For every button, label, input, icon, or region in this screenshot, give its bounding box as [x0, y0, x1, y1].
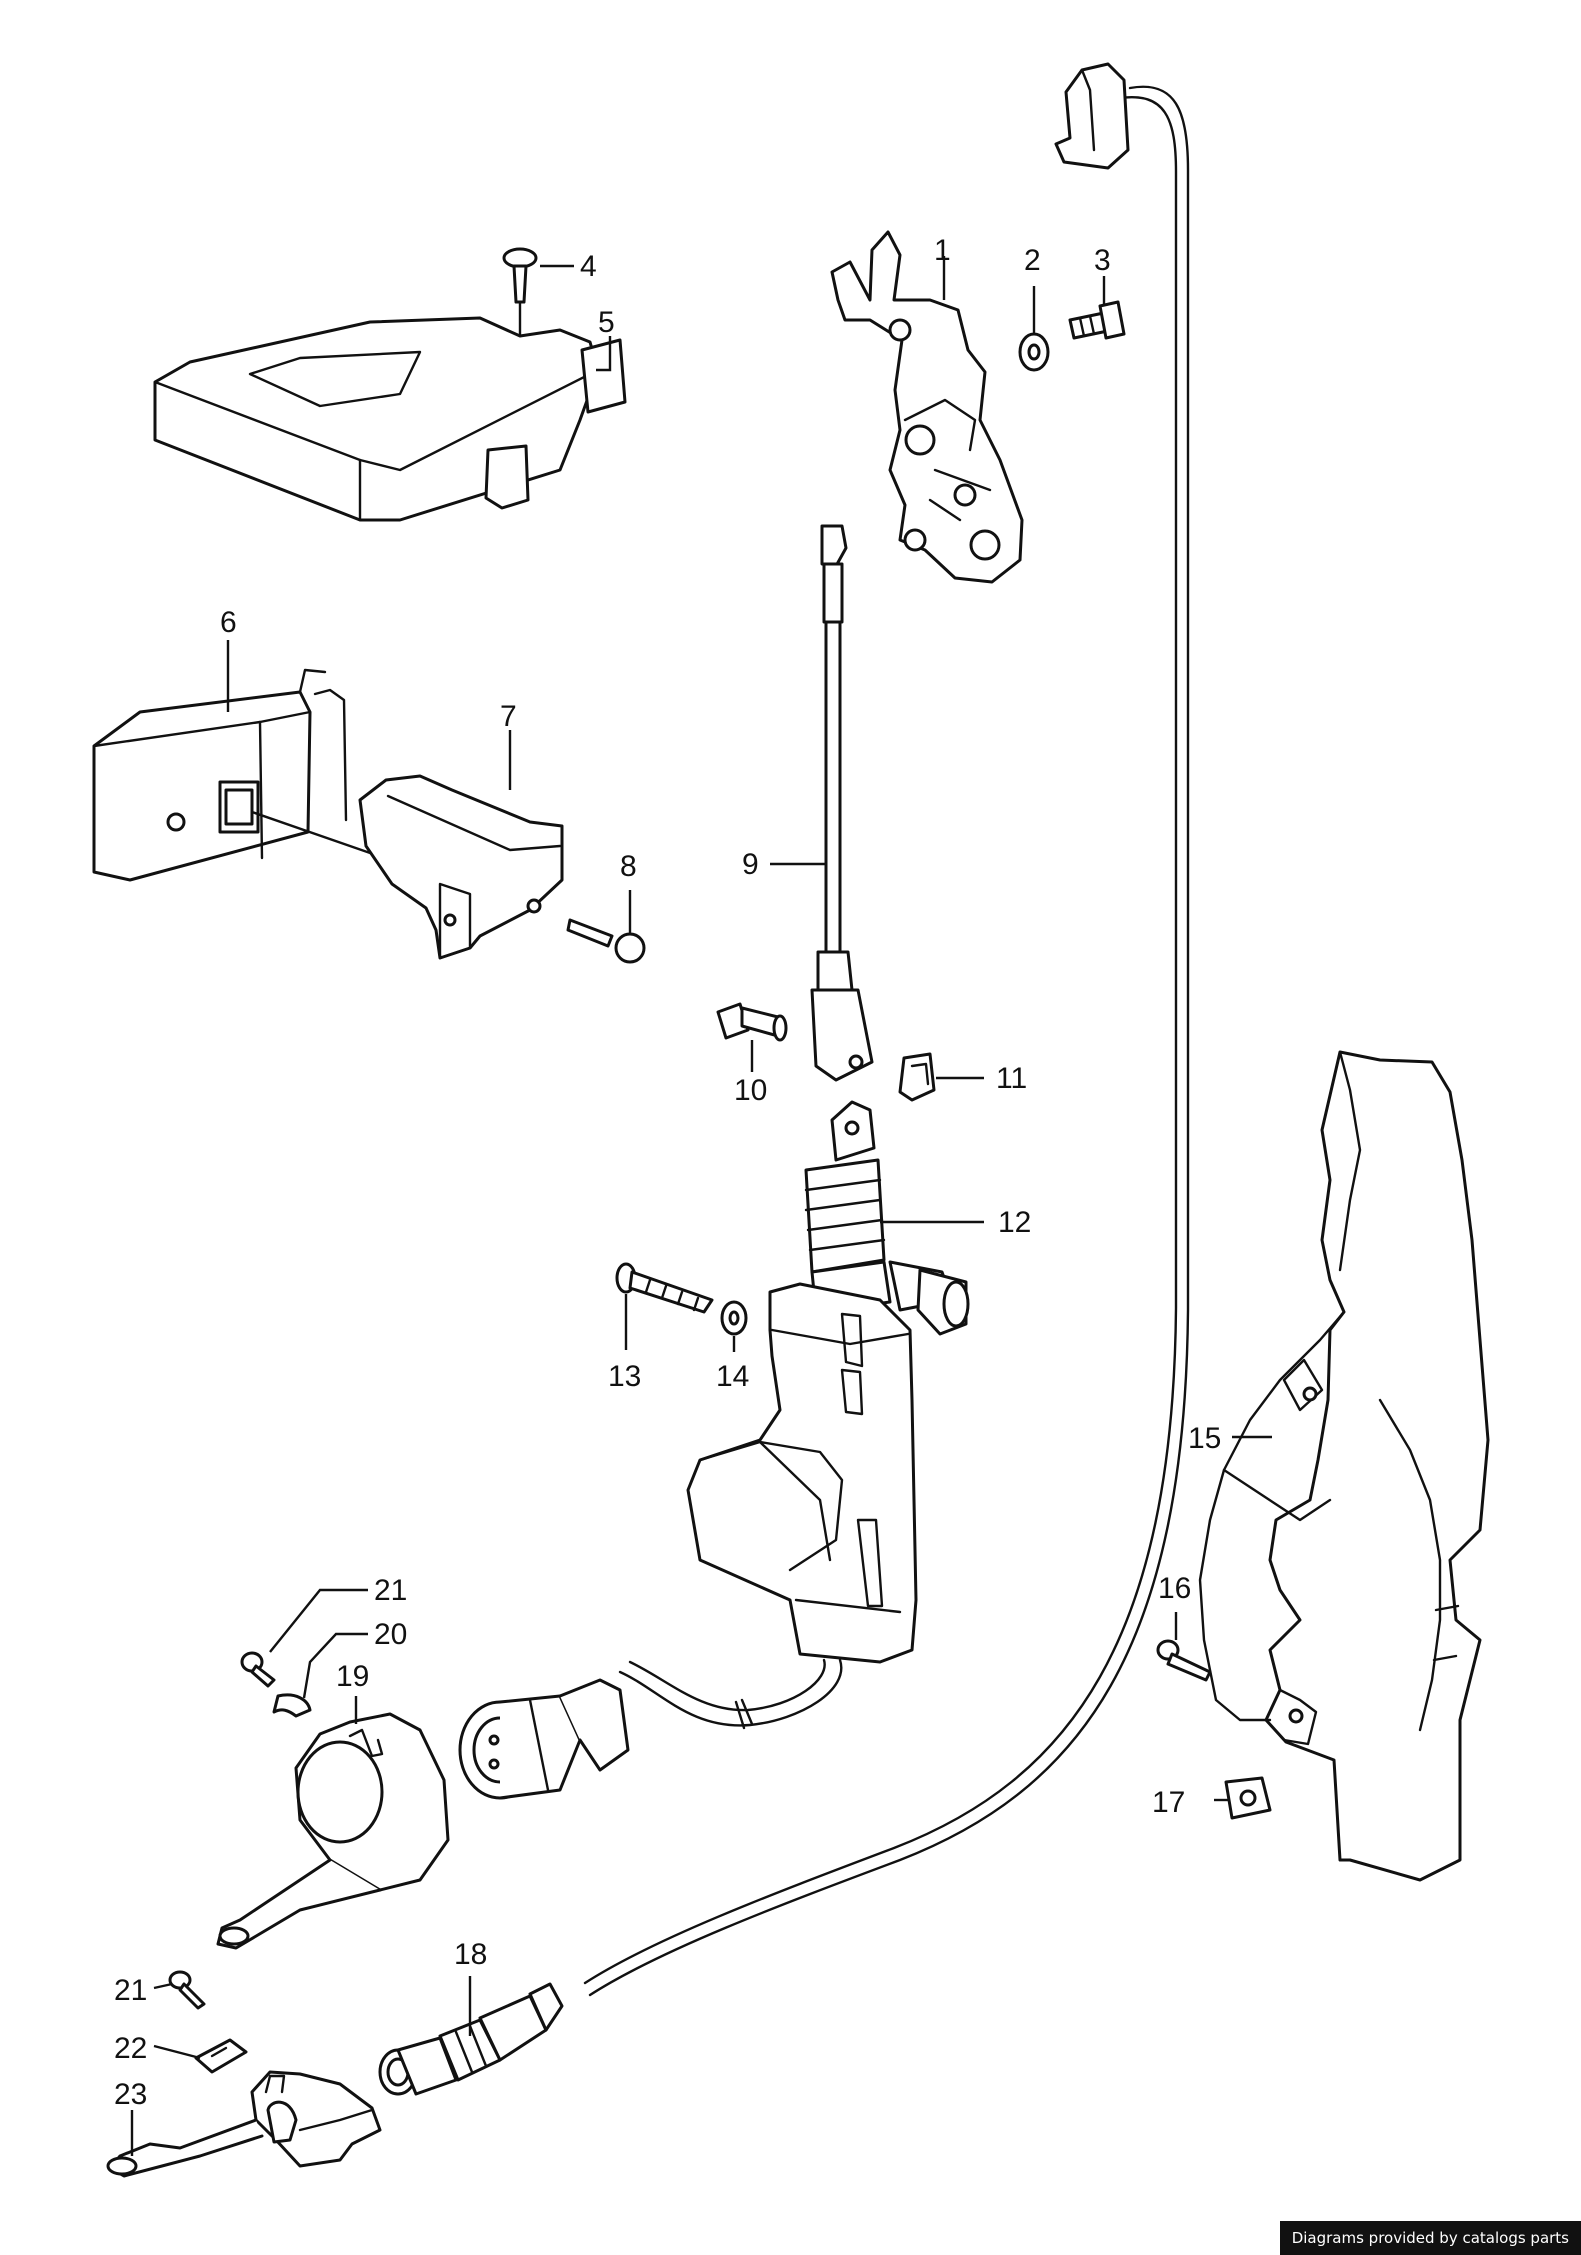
- callout-4: 4: [580, 250, 597, 283]
- callout-23: 23: [114, 2078, 147, 2111]
- callout-18: 18: [454, 1938, 487, 1971]
- callout-15: 15: [1188, 1422, 1221, 1455]
- door-lock: [830, 230, 1024, 584]
- gasket: [194, 2038, 248, 2074]
- leader-lines: [130, 256, 1272, 2156]
- callout-8: 8: [620, 850, 637, 883]
- callout-7: 7: [500, 700, 517, 733]
- callout-2: 2: [1024, 244, 1041, 277]
- callout-17: 17: [1152, 1786, 1185, 1819]
- bracket: [358, 774, 564, 960]
- callout-9: 9: [742, 848, 759, 881]
- credit-banner: Diagrams provided by catalogs parts: [1279, 2221, 1581, 2255]
- relay-module: [92, 668, 450, 882]
- control-unit: [153, 316, 627, 522]
- cable-connector: [378, 1982, 564, 2096]
- screw: [566, 918, 646, 964]
- callout-20: 20: [374, 1618, 407, 1651]
- bolt: [716, 1002, 788, 1042]
- screw: [1156, 1639, 1212, 1682]
- cable: [583, 85, 1190, 1997]
- callout-labels: 1 2 3 4 5 6 7 8 9 10 11 12 13 14 15 16 1…: [114, 234, 1221, 2111]
- clip: [898, 1052, 936, 1102]
- callout-13: 13: [608, 1360, 641, 1393]
- callout-16: 16: [1158, 1572, 1191, 1605]
- washer: [1018, 332, 1050, 372]
- cable-end-clip: [1054, 62, 1130, 170]
- screw: [240, 1651, 276, 1688]
- wire: [618, 1658, 843, 1730]
- screw: [1068, 300, 1126, 340]
- callout-14: 14: [716, 1360, 749, 1393]
- callout-10: 10: [734, 1074, 767, 1107]
- washer: [720, 1300, 748, 1336]
- callout-3: 3: [1094, 244, 1111, 277]
- clip-nut: [1224, 1776, 1272, 1820]
- connector-plug: [458, 1678, 630, 1800]
- callout-6: 6: [220, 606, 237, 639]
- screw: [615, 1262, 714, 1314]
- callout-1: 1: [934, 234, 951, 267]
- connector-cap: [106, 2070, 382, 2178]
- callout-11: 11: [996, 1062, 1027, 1095]
- callout-12: 12: [998, 1206, 1031, 1239]
- washer: [272, 1693, 312, 1718]
- door-trim-panel: [1198, 1050, 1490, 1882]
- callout-21: 21: [374, 1574, 407, 1607]
- callout-5: 5: [598, 306, 615, 339]
- actuator-rod: [810, 524, 874, 1082]
- callout-19: 19: [336, 1660, 369, 1693]
- lock-actuator: [686, 1100, 970, 1664]
- connector-housing: [216, 1712, 450, 1950]
- callout-21-lower: 21: [114, 1974, 147, 2007]
- callout-22: 22: [114, 2032, 147, 2065]
- screw: [168, 1970, 206, 2010]
